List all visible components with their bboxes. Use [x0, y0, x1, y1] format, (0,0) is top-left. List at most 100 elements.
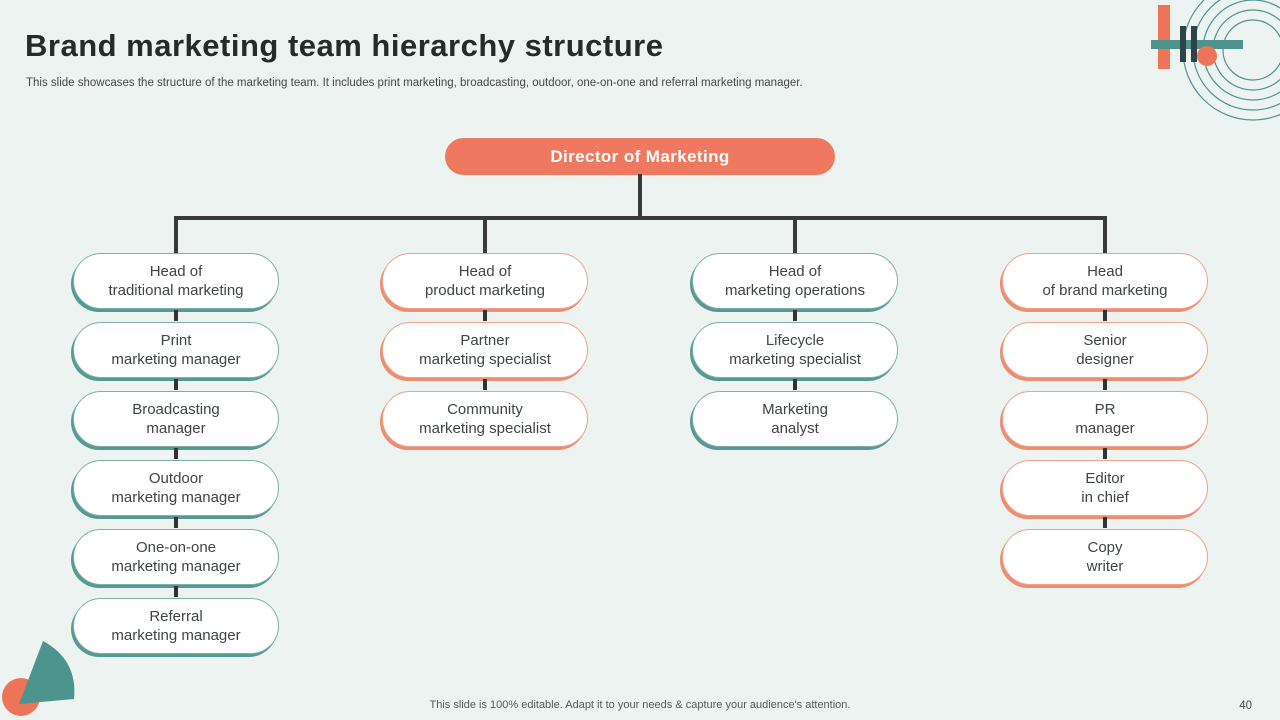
connector-tick: [174, 310, 178, 321]
connector-tick: [1103, 517, 1107, 528]
connector-line: [638, 174, 642, 218]
connector-gap: [73, 378, 279, 391]
connector-tick: [174, 379, 178, 390]
connector-line: [174, 216, 178, 254]
org-node-label: marketing manager: [111, 558, 241, 575]
connector-tick: [483, 310, 487, 321]
connector-gap: [1002, 447, 1208, 460]
org-node-label: Print: [160, 332, 192, 349]
org-column-traditional-marketing: Head of traditional marketing Print mark…: [73, 253, 279, 654]
connector-gap: [73, 585, 279, 598]
org-node-head-of-brand-marketing: Head of brand marketing: [1002, 253, 1208, 309]
footer-note: This slide is 100% editable. Adapt it to…: [429, 699, 851, 711]
org-node-head-of-marketing-operations: Head of marketing operations: [692, 253, 898, 309]
org-node-label: marketing manager: [111, 489, 241, 506]
org-node-label: Head of: [149, 263, 203, 280]
org-node-outdoor-marketing-manager: Outdoor marketing manager: [73, 460, 279, 516]
org-node-label: Head of: [458, 263, 512, 280]
connector-gap: [73, 309, 279, 322]
org-node-director-of-marketing: Director of Marketing: [445, 138, 835, 175]
connector-tick: [174, 517, 178, 528]
org-node-community-marketing-specialist: Community marketing specialist: [382, 391, 588, 447]
connector-gap: [73, 447, 279, 460]
connector-tick: [1103, 310, 1107, 321]
org-node-label: marketing manager: [111, 351, 241, 368]
org-node-label: Senior: [1083, 332, 1127, 349]
org-column-product-marketing: Head of product marketing Partner market…: [382, 253, 588, 447]
org-node-label: manager: [146, 420, 206, 437]
org-node-label: Referral: [149, 608, 203, 625]
org-node-label: Outdoor: [148, 470, 204, 487]
org-node-label: writer: [1086, 558, 1124, 575]
teal-wedge-icon: [19, 641, 75, 704]
org-node-label: Partner: [460, 332, 510, 349]
org-node-referral-marketing-manager: Referral marketing manager: [73, 598, 279, 654]
connector-tick: [1103, 379, 1107, 390]
connector-tick: [174, 586, 178, 597]
org-node-pr-manager: PR manager: [1002, 391, 1208, 447]
org-node-print-marketing-manager: Print marketing manager: [73, 322, 279, 378]
org-node-label: Marketing: [762, 401, 828, 418]
org-node-partner-marketing-specialist: Partner marketing specialist: [382, 322, 588, 378]
org-node-broadcasting-manager: Broadcasting manager: [73, 391, 279, 447]
org-node-head-of-product-marketing: Head of product marketing: [382, 253, 588, 309]
concentric-circles-icon: [1182, 0, 1280, 121]
org-node-label: Head: [1087, 263, 1123, 280]
org-node-editor-in-chief: Editor in chief: [1002, 460, 1208, 516]
org-node-senior-designer: Senior designer: [1002, 322, 1208, 378]
connector-line: [1103, 216, 1107, 254]
org-node-label: marketing specialist: [729, 351, 861, 368]
page-number: 40: [1239, 700, 1252, 712]
org-node-label: product marketing: [424, 282, 546, 299]
org-node-copy-writer: Copy writer: [1002, 529, 1208, 585]
org-node-label: Director of Marketing: [550, 146, 730, 166]
connector-gap: [1002, 309, 1208, 322]
org-node-head-of-traditional-marketing: Head of traditional marketing: [73, 253, 279, 309]
connector-tick: [483, 379, 487, 390]
connector-gap: [692, 378, 898, 391]
connector-gap: [692, 309, 898, 322]
connector-gap: [1002, 516, 1208, 529]
connector-line: [174, 216, 1107, 220]
org-node-label: manager: [1075, 420, 1135, 437]
org-node-label: of brand marketing: [1042, 282, 1168, 299]
org-node-label: traditional marketing: [108, 282, 244, 299]
org-node-marketing-analyst: Marketing analyst: [692, 391, 898, 447]
org-node-label: in chief: [1081, 489, 1129, 506]
org-node-label: PR: [1094, 401, 1116, 418]
org-column-marketing-operations: Head of marketing operations Lifecycle m…: [692, 253, 898, 447]
org-node-label: Broadcasting: [132, 401, 220, 418]
org-node-label: marketing specialist: [419, 420, 551, 437]
connector-gap: [382, 378, 588, 391]
page-title: Brand marketing team hierarchy structure: [25, 28, 664, 63]
connector-tick: [793, 310, 797, 321]
orange-bar-icon: [1158, 5, 1170, 69]
dark-bar-icon: [1191, 26, 1197, 62]
org-node-label: analyst: [771, 420, 819, 437]
connector-line: [793, 216, 797, 254]
decorative-graphic-bottom-left: [2, 641, 75, 716]
org-node-label: designer: [1076, 351, 1134, 368]
org-node-label: marketing manager: [111, 627, 241, 644]
orange-dot-icon: [1197, 46, 1217, 66]
connector-tick: [1103, 448, 1107, 459]
connector-tick: [174, 448, 178, 459]
connector-gap: [73, 516, 279, 529]
org-column-brand-marketing: Head of brand marketing Senior designer …: [1002, 253, 1208, 585]
org-node-label: marketing operations: [724, 282, 866, 299]
dark-bar-icon: [1180, 26, 1186, 62]
org-node-one-on-one-marketing-manager: One-on-one marketing manager: [73, 529, 279, 585]
org-node-label: Copy: [1087, 539, 1123, 556]
connector-gap: [382, 309, 588, 322]
connector-line: [483, 216, 487, 254]
decorative-graphic-top-right: [1151, 0, 1280, 121]
connector-gap: [1002, 378, 1208, 391]
connector-tick: [793, 379, 797, 390]
org-node-label: Community: [447, 401, 523, 418]
org-node-label: marketing specialist: [419, 351, 551, 368]
org-node-lifecycle-marketing-specialist: Lifecycle marketing specialist: [692, 322, 898, 378]
org-node-label: Editor: [1085, 470, 1125, 487]
org-node-label: One-on-one: [135, 539, 217, 556]
org-node-label: Lifecycle: [765, 332, 825, 349]
